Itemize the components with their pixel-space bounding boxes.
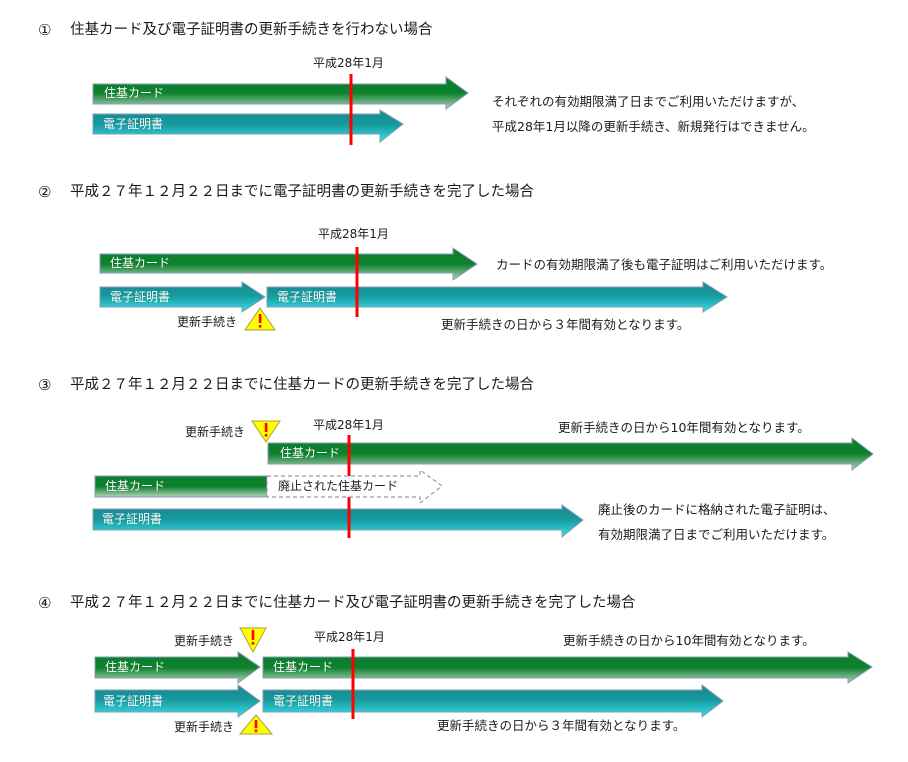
section-4-cert-new-arrow bbox=[262, 683, 724, 719]
warning-triangle-icon bbox=[238, 714, 274, 735]
section-4-title: 平成２７年１２月２２日までに住基カード及び電子証明書の更新手続きを完了した場合 bbox=[70, 595, 636, 611]
section-4-cert-old-label: 電子証明書 bbox=[103, 694, 164, 708]
section-4-note-bottom: 更新手続きの日から３年間有効となります。 bbox=[437, 718, 686, 733]
section-4-milestone-line bbox=[351, 649, 355, 719]
section-1-milestone-line bbox=[349, 74, 353, 145]
section-2-note-top: カードの有効期限満了後も電子証明はご利用いただけます。 bbox=[496, 257, 833, 272]
section-4-cert-old-arrow bbox=[94, 684, 261, 718]
section-3-cert-label: 電子証明書 bbox=[102, 512, 163, 526]
section-4-card-new-label: 住基カード bbox=[273, 660, 334, 674]
section-2-cert-old-label: 電子証明書 bbox=[110, 290, 171, 304]
section-2-cert-new-label: 電子証明書 bbox=[277, 290, 338, 304]
section-3-card-old-label: 住基カード bbox=[105, 479, 166, 493]
warning-triangle-down-icon bbox=[251, 420, 281, 443]
section-3-title: 平成２７年１２月２２日までに住基カードの更新手続きを完了した場合 bbox=[70, 377, 534, 393]
section-3-cert-arrow bbox=[92, 504, 584, 539]
section-2-note-bottom: 更新手続きの日から３年間有効となります。 bbox=[441, 317, 690, 332]
section-3-shapes bbox=[92, 420, 874, 539]
section-1-cert-arrow bbox=[92, 109, 404, 144]
section-2-shapes bbox=[99, 247, 728, 331]
section-4-note-top: 更新手続きの日から10年間有効となります。 bbox=[563, 633, 815, 648]
section-4-renewal-label-top: 更新手続き bbox=[174, 634, 235, 648]
section-2-cert-old-arrow bbox=[99, 281, 266, 313]
section-4-cert-new-label: 電子証明書 bbox=[273, 694, 334, 708]
section-2-number: ② bbox=[38, 183, 52, 201]
section-3-abolished-card-arrow bbox=[266, 468, 444, 505]
section-3-abolished-card-label: 廃止された住基カード bbox=[278, 479, 399, 493]
section-3-note-right-line-1: 廃止後のカードに格納された電子証明は、 bbox=[598, 502, 836, 517]
section-4-card-old-arrow bbox=[94, 651, 261, 684]
section-1-milestone-label: 平成28年1月 bbox=[313, 56, 384, 70]
section-2-card-label: 住基カード bbox=[110, 256, 171, 270]
section-1-card-arrow bbox=[92, 76, 469, 110]
section-1-cert-label: 電子証明書 bbox=[103, 117, 164, 131]
section-2-renewal-label: 更新手続き bbox=[177, 315, 238, 329]
section-4-milestone-label: 平成28年1月 bbox=[314, 630, 385, 644]
section-4-number: ④ bbox=[38, 594, 52, 612]
section-1-note-line-1: それぞれの有効期限満了日までご利用いただけますが、 bbox=[492, 94, 805, 109]
section-3-card-new-label: 住基カード bbox=[280, 446, 341, 460]
section-2-card-arrow bbox=[99, 247, 478, 281]
section-3-renewal-label: 更新手続き bbox=[185, 425, 246, 439]
section-2-title: 平成２７年１２月２２日までに電子証明書の更新手続きを完了した場合 bbox=[70, 184, 534, 200]
section-4-shapes bbox=[94, 627, 873, 735]
warning-triangle-down-icon bbox=[239, 627, 267, 654]
section-1-card-label: 住基カード bbox=[104, 86, 165, 100]
section-3-note-top: 更新手続きの日から10年間有効となります。 bbox=[558, 420, 810, 435]
section-3-number: ③ bbox=[38, 376, 52, 394]
section-3-milestone-label: 平成28年1月 bbox=[313, 418, 384, 432]
section-1-number: ① bbox=[38, 21, 52, 39]
section-1-title: 住基カード及び電子証明書の更新手続きを行わない場合 bbox=[70, 22, 433, 38]
section-4-card-old-label: 住基カード bbox=[105, 660, 166, 674]
section-1-shapes bbox=[92, 74, 469, 145]
section-3-note-right-line-2: 有効期限満了日までご利用いただけます。 bbox=[598, 527, 835, 542]
warning-triangle-icon bbox=[244, 307, 276, 331]
section-2-cert-new-arrow bbox=[266, 281, 728, 313]
section-2-milestone-label: 平成28年1月 bbox=[318, 227, 389, 241]
section-1-note-line-2: 平成28年1月以降の更新手続き、新規発行はできません。 bbox=[492, 119, 815, 134]
section-3-card-new-arrow bbox=[267, 436, 874, 472]
section-4-card-new-arrow bbox=[262, 651, 873, 684]
section-2-milestone-line bbox=[355, 247, 359, 317]
section-4-renewal-label-bottom: 更新手続き bbox=[174, 720, 235, 734]
